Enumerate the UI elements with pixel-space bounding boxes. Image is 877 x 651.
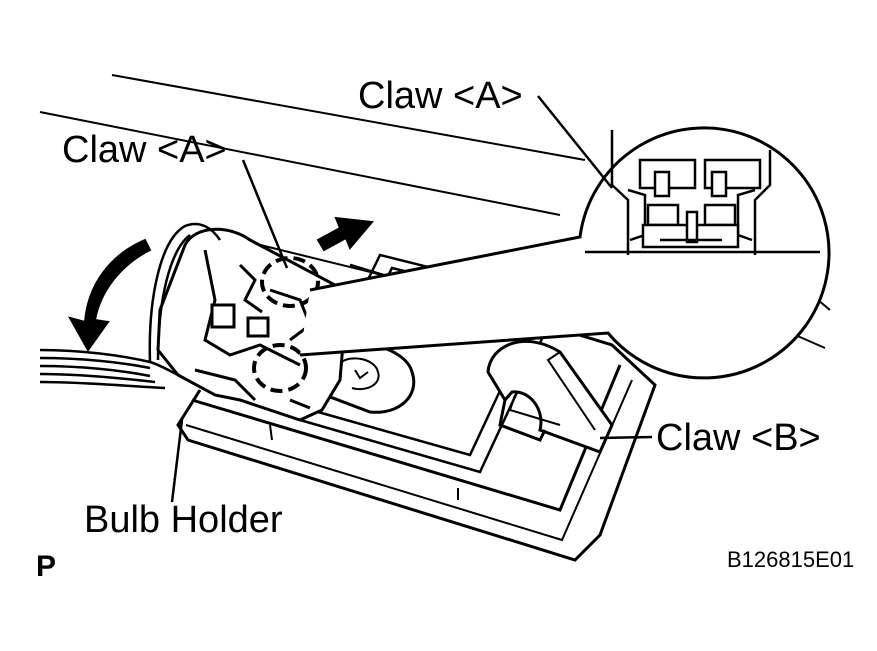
claw-b-clip [486,339,614,454]
wire-harness [39,222,222,390]
leader-claw-a-left [241,159,289,269]
claw-a-top-label: Claw <A> [358,75,523,117]
leader-bulb-holder [170,419,184,503]
leader-claw-a-top [537,95,613,189]
bulb-holder [156,227,356,422]
figure-code: B126815E01 [727,547,854,572]
claw-a-marker-lower [252,343,308,393]
leader-claw-b [599,435,653,440]
pull-direction-arrow-icon [316,216,374,252]
callout-bubble [299,126,831,380]
claw-b-label: Claw <B> [656,417,821,459]
rotation-arrow-icon [67,238,152,352]
leader-lines [170,95,653,503]
bulb-holder-label: Bulb Holder [84,499,283,541]
corner-mark: P [36,550,56,583]
claw-a-left-label: Claw <A> [62,129,227,171]
claw-a-marker-upper [260,256,320,308]
claw-a-markers [252,256,320,393]
enlarged-claw-detail [585,130,820,255]
